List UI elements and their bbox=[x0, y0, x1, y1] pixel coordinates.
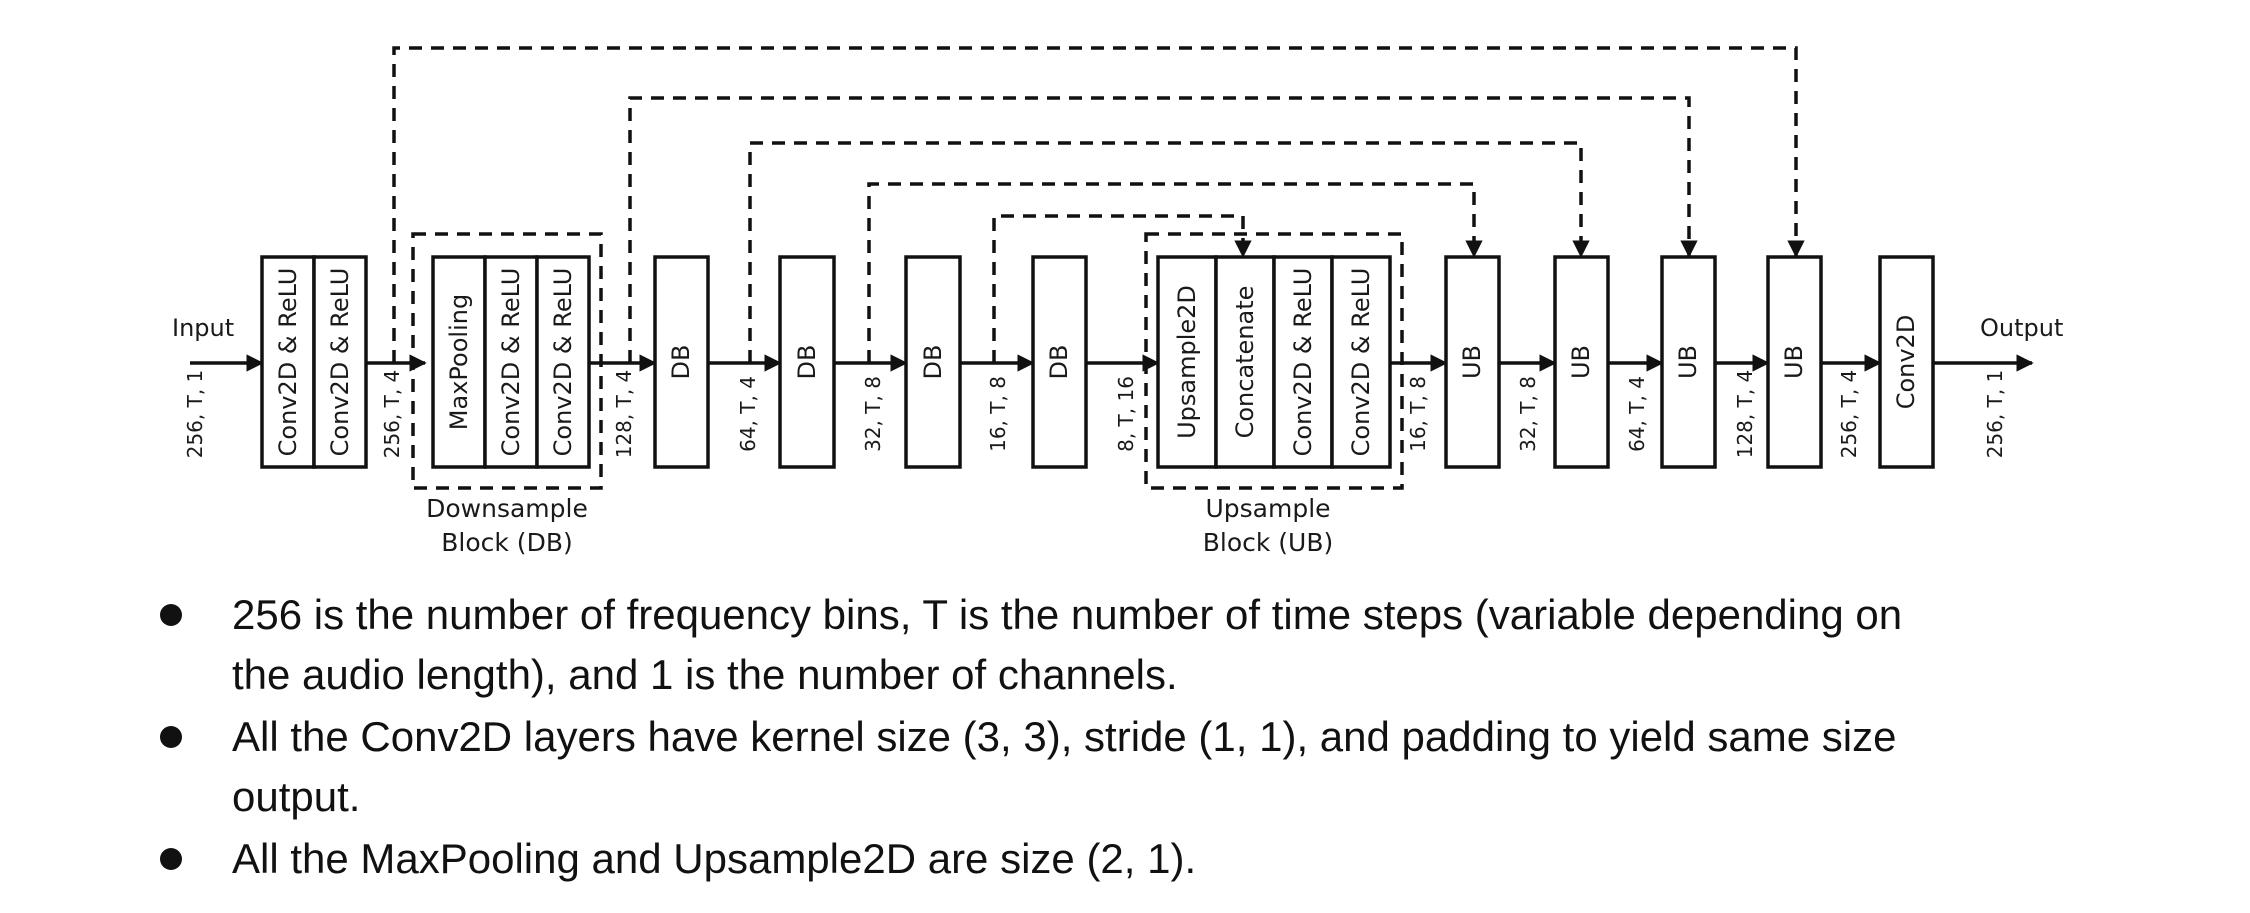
ub-label: UB bbox=[1674, 345, 1702, 379]
conv-relu-block bbox=[260, 255, 316, 469]
upsample-block-title: Upsample bbox=[1205, 494, 1330, 523]
db-label: DB bbox=[919, 345, 947, 380]
skip-connection-1 bbox=[392, 46, 1805, 363]
skip-connection-5 bbox=[992, 214, 1252, 363]
upsample2d-label: Upsample2D bbox=[1173, 285, 1201, 439]
shape-label: 256, T, 4 bbox=[380, 370, 404, 459]
upsample-block-subtitle: Block (UB) bbox=[1203, 528, 1334, 557]
bullet-icon bbox=[160, 604, 182, 626]
note-2-line-2: output. bbox=[232, 773, 361, 820]
upsample-block-group bbox=[1144, 232, 1404, 490]
ub-label: UB bbox=[1458, 345, 1486, 379]
conv2d-output-block bbox=[1878, 255, 1935, 469]
shape-label: 256, T, 1 bbox=[183, 370, 207, 459]
shape-label: 16, T, 8 bbox=[1406, 376, 1430, 452]
downsample-block-title: Downsample bbox=[426, 494, 588, 523]
conv-relu-label: Conv2D & ReLU bbox=[1289, 268, 1317, 457]
conv-relu-block bbox=[535, 255, 591, 469]
conv-relu-label: Conv2D & ReLU bbox=[326, 268, 354, 457]
unet-architecture-diagram: Conv2D & ReLU Conv2D & ReLU MaxPooling C… bbox=[172, 46, 2063, 557]
shape-label: 128, T, 4 bbox=[612, 370, 636, 459]
note-1-line-2: the audio length), and 1 is the number o… bbox=[232, 651, 1178, 698]
ub-label: UB bbox=[1567, 345, 1595, 379]
downsample-block bbox=[904, 255, 962, 469]
conv-relu-block bbox=[1272, 255, 1334, 469]
input-label: Input bbox=[172, 314, 234, 342]
shape-label: 32, T, 8 bbox=[861, 376, 885, 452]
upsample-block bbox=[1553, 255, 1610, 469]
conv-relu-label: Conv2D & ReLU bbox=[549, 268, 577, 457]
upsample-block bbox=[1444, 255, 1501, 469]
conv-relu-label: Conv2D & ReLU bbox=[1347, 268, 1375, 457]
note-1-line-1: 256 is the number of frequency bins, T i… bbox=[232, 591, 1903, 638]
conv-relu-block bbox=[312, 255, 368, 469]
conv-relu-label: Conv2D & ReLU bbox=[274, 268, 302, 457]
conv-relu-block bbox=[483, 255, 539, 469]
note-2-line-1: All the Conv2D layers have kernel size (… bbox=[232, 713, 1897, 760]
concatenate-label: Concatenate bbox=[1231, 286, 1259, 439]
conv2d-label: Conv2D bbox=[1892, 315, 1920, 410]
shape-label: 256, T, 1 bbox=[1983, 370, 2007, 459]
db-label: DB bbox=[667, 345, 695, 380]
downsample-block bbox=[1031, 255, 1088, 469]
downsample-block-subtitle: Block (DB) bbox=[441, 528, 572, 557]
note-3-line-1: All the MaxPooling and Upsample2D are si… bbox=[232, 835, 1197, 882]
skip-connection-4 bbox=[867, 182, 1483, 363]
maxpooling-label: MaxPooling bbox=[445, 294, 473, 430]
db-label: DB bbox=[1045, 345, 1073, 380]
downsample-block bbox=[653, 255, 710, 469]
conv-relu-label: Conv2D & ReLU bbox=[497, 268, 525, 457]
db-label: DB bbox=[793, 345, 821, 380]
downsample-block-group bbox=[411, 232, 603, 490]
shape-label: 32, T, 8 bbox=[1516, 376, 1540, 452]
bullet-icon bbox=[160, 848, 182, 870]
shape-label: 16, T, 8 bbox=[986, 376, 1010, 452]
skip-connection-2 bbox=[628, 96, 1698, 363]
output-label: Output bbox=[1980, 314, 2063, 342]
bullet-icon bbox=[160, 726, 182, 748]
downsample-block bbox=[778, 255, 836, 469]
ub-label: UB bbox=[1780, 345, 1808, 379]
skip-connection-3 bbox=[748, 141, 1590, 363]
shape-label: 64, T, 4 bbox=[736, 376, 760, 452]
maxpooling-block bbox=[431, 255, 487, 469]
upsample-block bbox=[1660, 255, 1717, 469]
shape-label: 64, T, 4 bbox=[1625, 376, 1649, 452]
upsample-block bbox=[1766, 255, 1823, 469]
conv-relu-block bbox=[1330, 255, 1392, 469]
shape-label: 128, T, 4 bbox=[1733, 370, 1757, 459]
shape-label: 8, T, 16 bbox=[1114, 376, 1138, 452]
shape-label: 256, T, 4 bbox=[1837, 370, 1861, 459]
